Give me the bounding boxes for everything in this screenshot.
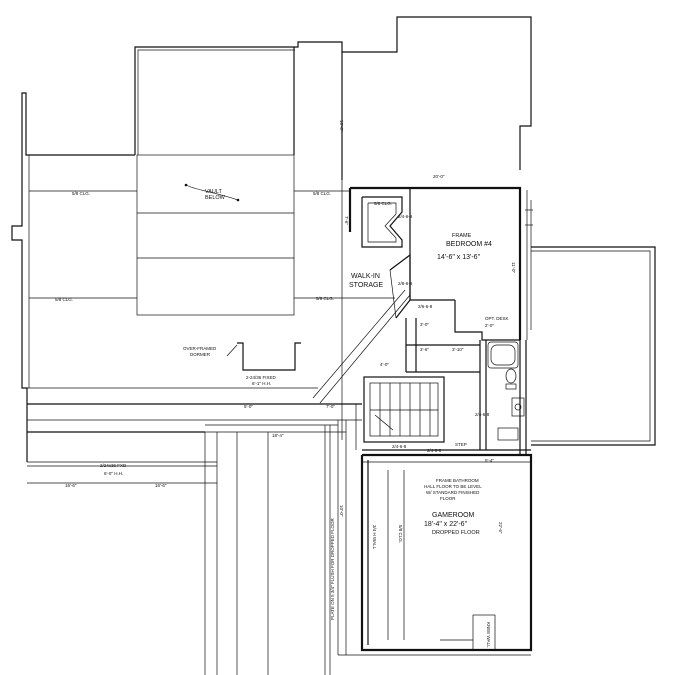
frame-note-2: HALL FLOOR TO BE LEVEL: [424, 484, 482, 489]
vault-bands: [29, 154, 395, 440]
dim-hall-4: 3'-6": [420, 347, 429, 352]
walk-in-storage-label-1: WALK-IN: [351, 273, 380, 280]
door-size-6: 2/4-6-8: [427, 448, 442, 453]
opt-desk-label: OPT. DESK: [485, 316, 509, 321]
dim-left-a: 16'-6": [65, 483, 77, 488]
walk-in-storage-label-2: STORAGE: [349, 282, 383, 289]
fixed-window-label: 2-24/36 FIXED: [246, 375, 277, 380]
walk-in-storage: [389, 253, 411, 319]
ceiling-label-4: 5/8 CLG.: [316, 296, 334, 301]
outer-outline: [11, 16, 532, 404]
lower-left-structure: [26, 387, 362, 675]
dim-hall-3: 2'-0": [485, 323, 494, 328]
ceiling-label-1: 5/8 CLG.: [72, 191, 90, 196]
door-size-4: 2/4-6-8: [475, 412, 490, 417]
knee-wall-box: [440, 614, 496, 651]
gameroom-title: GAMEROOM: [432, 512, 475, 519]
bath-fixtures: [487, 341, 525, 441]
bedroom-window: [525, 190, 533, 340]
fixed-window-2-hh: 6'-0" H.H.: [104, 471, 123, 476]
door-size-3: 2/6-6-8: [418, 304, 433, 309]
step-label: STEP: [455, 442, 467, 447]
vault-label: VAULT: [205, 189, 223, 195]
dim-mid-3: 18'-4": [272, 433, 284, 438]
roof-diagonal: [312, 289, 406, 399]
ceiling-label-3: 5/8 CLG.: [55, 297, 73, 302]
dim-mid-1: 5'-0": [244, 404, 253, 409]
right-roof: [531, 246, 656, 446]
stair: [363, 376, 445, 443]
door-size-2: 2/8-6-8: [398, 281, 413, 286]
door-size-1: 2/4-6-8: [398, 214, 413, 219]
dim-vert-1: 16'-0": [339, 120, 344, 132]
hall-walls: [405, 300, 527, 455]
dim-hall-5: 3'-10": [452, 347, 464, 352]
door-size-5: 2/4-6-8: [392, 444, 407, 449]
bedroom-4-frame-label: FRAME: [452, 233, 472, 239]
bedroom-4-title: BEDROOM #4: [446, 241, 492, 248]
dim-vert-2: 7'-6": [344, 216, 349, 225]
dim-vert-3: 11'-0": [511, 262, 516, 274]
frame-note-4: FLOOR: [440, 496, 456, 501]
dim-vert-5: 10'-0": [339, 505, 344, 517]
dim-left-b: 16'-6": [155, 483, 167, 488]
dormer: [226, 342, 301, 371]
vault-arrow: [184, 183, 240, 202]
gameroom-walls: [338, 449, 533, 656]
bedroom-4-size: 14'-6" x 13'-6": [437, 254, 481, 261]
ceiling-label-2: 5/8 CLG.: [313, 191, 331, 196]
frame-note-1: FRAME BATHROOM: [436, 478, 479, 483]
gameroom-size: 18'-4" x 22'-6": [424, 521, 468, 528]
plate-note: PLATE ON 5 3/4" FLUSH FOR DROPPED FLOOR: [330, 517, 335, 620]
over-framed-label-2: DORMER: [190, 352, 211, 357]
gameroom-note: DROPPED FLOOR: [432, 530, 480, 536]
ceiling-label-6: 5/8 CLG.: [398, 525, 403, 543]
ceiling-label-5: 5/8 CLG.: [374, 201, 392, 206]
fixed-window-2-label: 2/24x36 FXD: [100, 463, 127, 468]
dim-hall-6: 5'-4": [485, 458, 494, 463]
knee-wall-label: KNEE WALL: [486, 622, 491, 648]
dim-hall-1: 4'-0": [380, 362, 389, 367]
vault-below-label: BELOW: [205, 195, 226, 201]
fixed-window-hh: 6'-1" H.H.: [252, 381, 271, 386]
half-wall-label: 3/4 H WALL: [372, 525, 377, 550]
dim-hall-2: 3'-0": [420, 322, 429, 327]
over-framed-label-1: OVER-FRAMED: [183, 346, 217, 351]
dim-top-width: 20'-0": [433, 174, 445, 179]
closet-outline: [361, 196, 403, 248]
frame-note-3: W/ STANDARD FINISHED: [426, 490, 480, 495]
dim-vert-4: 22'-6": [498, 522, 503, 534]
dim-mid-2: 7'-0": [326, 404, 335, 409]
